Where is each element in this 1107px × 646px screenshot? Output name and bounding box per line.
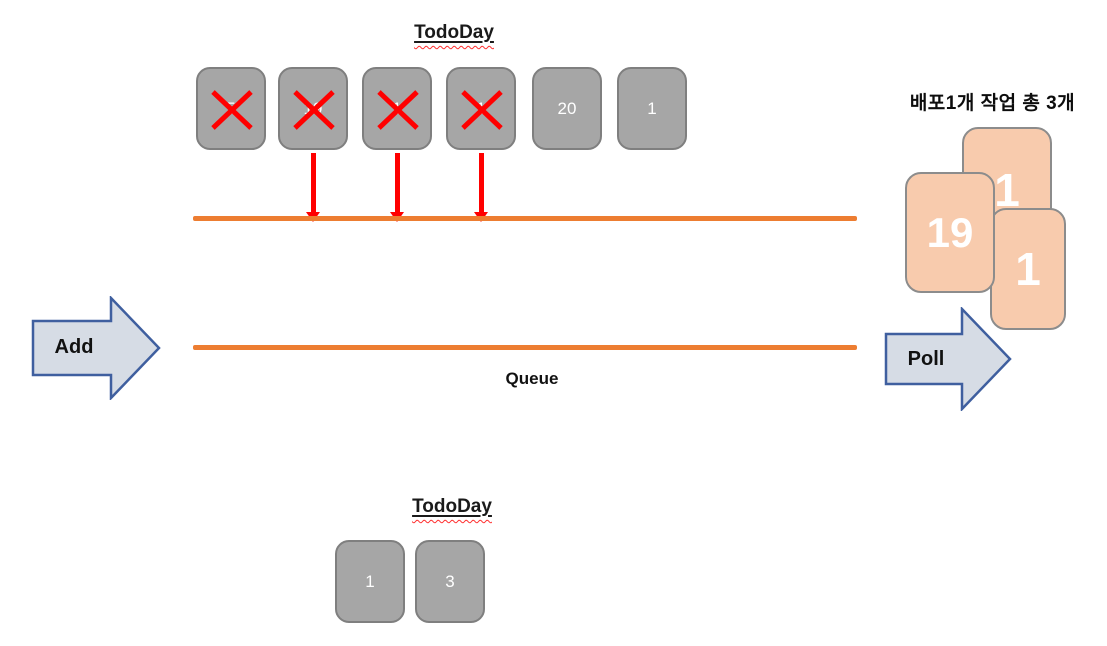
todo-box-1: 5 bbox=[196, 67, 266, 150]
x-mark-icon bbox=[461, 90, 503, 130]
top-tododay-title: TodoDay bbox=[384, 22, 524, 44]
enqueue-down-arrow-icon bbox=[474, 153, 488, 222]
todo-box-value: 20 bbox=[557, 98, 577, 118]
todo-box-value: 3 bbox=[445, 571, 455, 591]
poll-arrow-label: Poll bbox=[907, 348, 945, 370]
queue-label: Queue bbox=[505, 369, 559, 388]
poll-arrow-icon bbox=[884, 307, 1012, 411]
spellcheck-underline: TodoDay bbox=[412, 496, 492, 517]
todo-box-4: 1 bbox=[446, 67, 516, 150]
enqueue-down-arrow-icon bbox=[306, 153, 320, 222]
todo-box-3: 1 bbox=[362, 67, 432, 150]
output-card-front: 19 bbox=[905, 172, 995, 293]
todo-box-6: 1 bbox=[617, 67, 687, 150]
bottom-todo-box-2: 3 bbox=[415, 540, 485, 623]
todo-box-2: 19 bbox=[278, 67, 348, 150]
add-arrow-label: Add bbox=[54, 336, 94, 358]
todo-box-value: 1 bbox=[365, 571, 375, 591]
queue-top-line bbox=[193, 216, 857, 221]
add-arrow-icon bbox=[31, 296, 161, 400]
enqueue-down-arrow-icon bbox=[390, 153, 404, 222]
card-value: 1 bbox=[1015, 243, 1041, 295]
spellcheck-underline: TodoDay bbox=[414, 22, 494, 43]
x-mark-icon bbox=[377, 90, 419, 130]
todo-box-value: 1 bbox=[647, 98, 657, 118]
deploy-count-caption: 배포1개 작업 총 3개 bbox=[909, 93, 1076, 114]
x-mark-icon bbox=[293, 90, 335, 130]
todo-box-5: 20 bbox=[532, 67, 602, 150]
bottom-todo-box-1: 1 bbox=[335, 540, 405, 623]
card-value: 1 bbox=[994, 163, 1020, 216]
x-mark-icon bbox=[211, 90, 253, 130]
bottom-tododay-title: TodoDay bbox=[382, 496, 522, 518]
queue-bottom-line bbox=[193, 345, 857, 350]
card-value: 19 bbox=[926, 208, 974, 256]
